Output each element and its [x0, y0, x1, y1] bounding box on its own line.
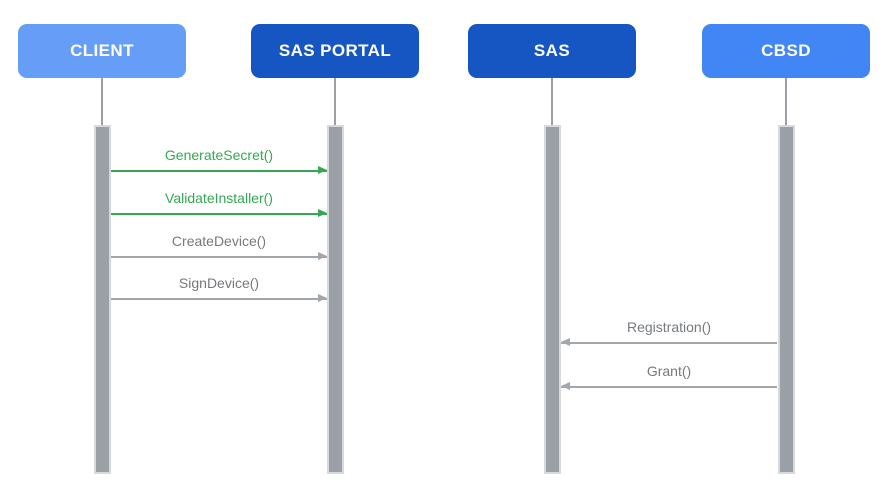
message-registration: Registration()	[561, 317, 777, 347]
actor-label-sas: SAS	[533, 41, 571, 60]
arrowhead-right-icon	[318, 166, 327, 175]
actor-box-cbsd: CBSD	[702, 24, 870, 78]
message-label: Registration()	[626, 319, 712, 335]
message-grant: Grant()	[561, 361, 777, 391]
lifeline-sas-portal	[334, 78, 336, 125]
actor-box-sas: SAS	[468, 24, 636, 78]
message-arrow-line	[111, 294, 327, 303]
message-label: CreateDevice()	[171, 233, 267, 249]
arrowhead-left-icon	[561, 382, 570, 391]
arrowhead-right-icon	[318, 252, 327, 261]
message-label: Grant()	[646, 363, 692, 379]
activation-bar-sas	[544, 125, 561, 474]
actor-label-sas-portal: SAS PORTAL	[278, 41, 392, 60]
message-arrow-line	[111, 166, 327, 175]
message-arrow-line	[111, 209, 327, 218]
actor-label-cbsd: CBSD	[761, 41, 811, 60]
message-generate-secret: GenerateSecret()	[111, 145, 327, 175]
message-validate-installer: ValidateInstaller()	[111, 188, 327, 218]
message-label: SignDevice()	[178, 275, 260, 291]
activation-bar-client	[94, 125, 111, 474]
message-create-device: CreateDevice()	[111, 231, 327, 261]
arrowhead-left-icon	[561, 338, 570, 347]
message-arrow-line	[561, 338, 777, 347]
message-arrow-line	[561, 382, 777, 391]
lifeline-sas	[551, 78, 553, 125]
activation-bar-cbsd	[778, 125, 795, 474]
message-label: ValidateInstaller()	[165, 190, 273, 206]
arrowhead-right-icon	[318, 294, 327, 303]
message-label: GenerateSecret()	[164, 147, 274, 163]
lifeline-cbsd	[785, 78, 787, 125]
activation-bar-sas-portal	[327, 125, 344, 474]
message-sign-device: SignDevice()	[111, 273, 327, 303]
actor-box-client: CLIENT	[18, 24, 186, 78]
actor-box-sas-portal: SAS PORTAL	[251, 24, 419, 78]
lifeline-client	[101, 78, 103, 125]
arrowhead-right-icon	[318, 209, 327, 218]
message-arrow-line	[111, 252, 327, 261]
actor-label-client: CLIENT	[70, 41, 134, 60]
